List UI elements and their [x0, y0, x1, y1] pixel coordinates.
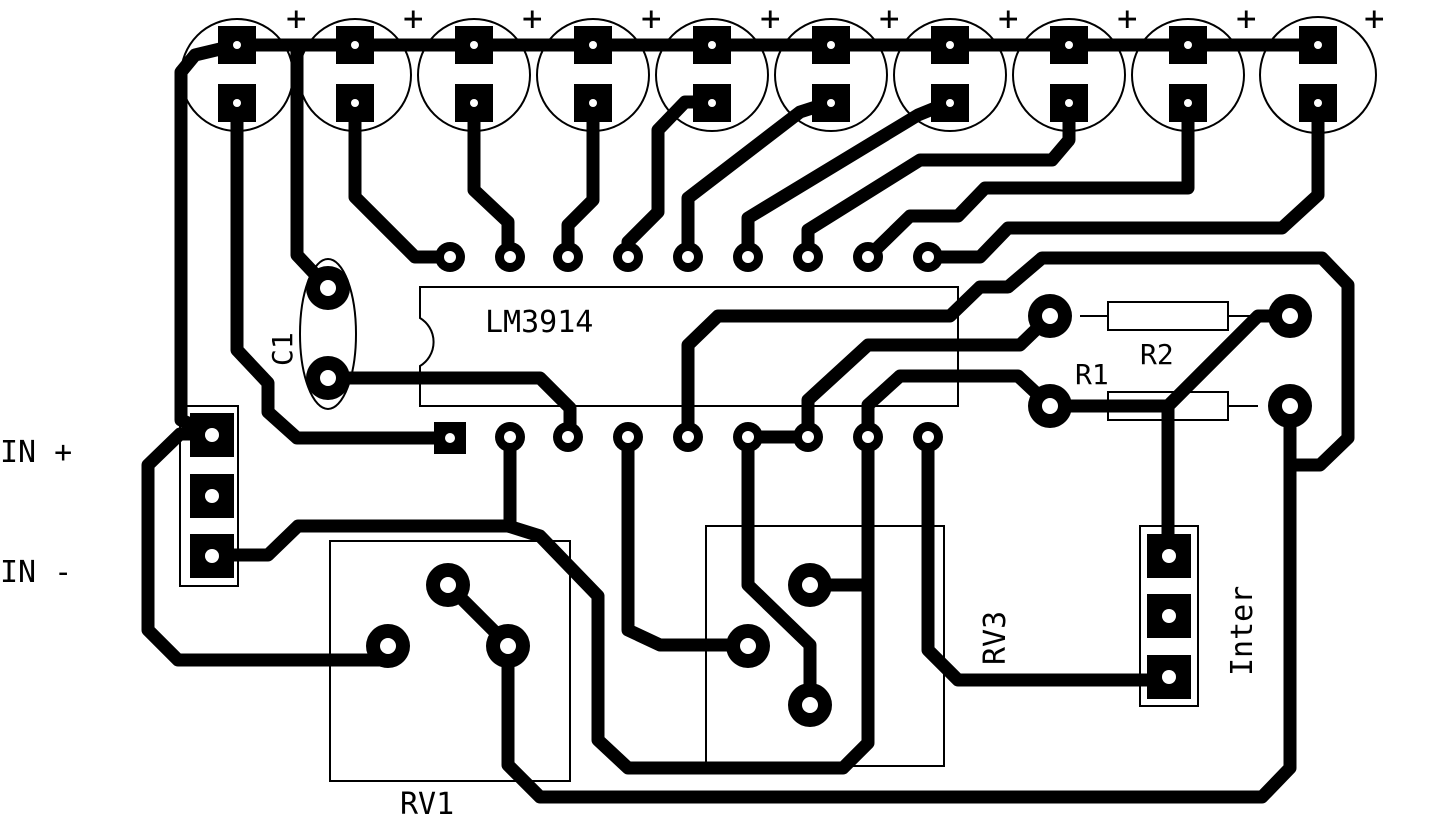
pads	[190, 26, 1337, 727]
rv1-label: RV1	[400, 787, 454, 820]
trace-led10	[921, 95, 1325, 264]
trace-led5	[621, 95, 719, 264]
led-plus-signs: + + + + + + + + + +	[286, 0, 1384, 39]
trace-ic-pin9	[921, 430, 1175, 687]
large-pad-holes	[320, 280, 1298, 713]
led-plus-7: +	[998, 0, 1018, 39]
rv3-label: RV3	[978, 611, 1013, 665]
inter-label: Inter	[1225, 586, 1260, 676]
in-minus-label: IN -	[0, 555, 72, 590]
trace-bus-to-c1	[290, 38, 335, 295]
trace-ic-pin6	[741, 430, 817, 712]
trace-led1	[230, 95, 455, 445]
led-plus-9: +	[1236, 0, 1256, 39]
connector-pad-holes	[205, 428, 1176, 684]
trace-led3	[467, 95, 515, 264]
led-pads	[218, 26, 1337, 122]
input-connector-outline	[179, 405, 239, 587]
led-plus-1: +	[286, 0, 306, 39]
c1-label: C1	[266, 332, 299, 366]
led-plus-6: +	[879, 0, 899, 39]
silkscreen-labels: + + + + + + + + + + LM3914 C1 R1 R2 RV1 …	[0, 0, 1384, 822]
led-plus-10: +	[1364, 0, 1384, 39]
led-plus-3: +	[522, 0, 542, 39]
trace-led2	[348, 95, 457, 264]
trace-led8	[801, 95, 1076, 264]
in-plus-label: IN +	[0, 435, 72, 470]
ic-label: LM3914	[485, 305, 593, 340]
led-pad-holes	[233, 41, 1322, 107]
trace-in-minus	[206, 430, 875, 775]
c1-outline	[299, 258, 357, 410]
trace-ic-pin4	[621, 430, 755, 652]
ic-outline	[419, 286, 959, 407]
led-plus-8: +	[1117, 0, 1137, 39]
trace-ic-pin-loop	[681, 251, 1355, 472]
r1-label: R1	[1075, 358, 1109, 391]
r2-outline	[1080, 301, 1258, 331]
ic-pad-holes	[444, 251, 934, 443]
trace-led9	[861, 95, 1195, 264]
led-plus-2: +	[403, 0, 423, 39]
r2-label: R2	[1140, 338, 1174, 371]
led-plus-4: +	[641, 0, 661, 39]
trace-led4	[561, 95, 600, 264]
led-plus-5: +	[760, 0, 780, 39]
